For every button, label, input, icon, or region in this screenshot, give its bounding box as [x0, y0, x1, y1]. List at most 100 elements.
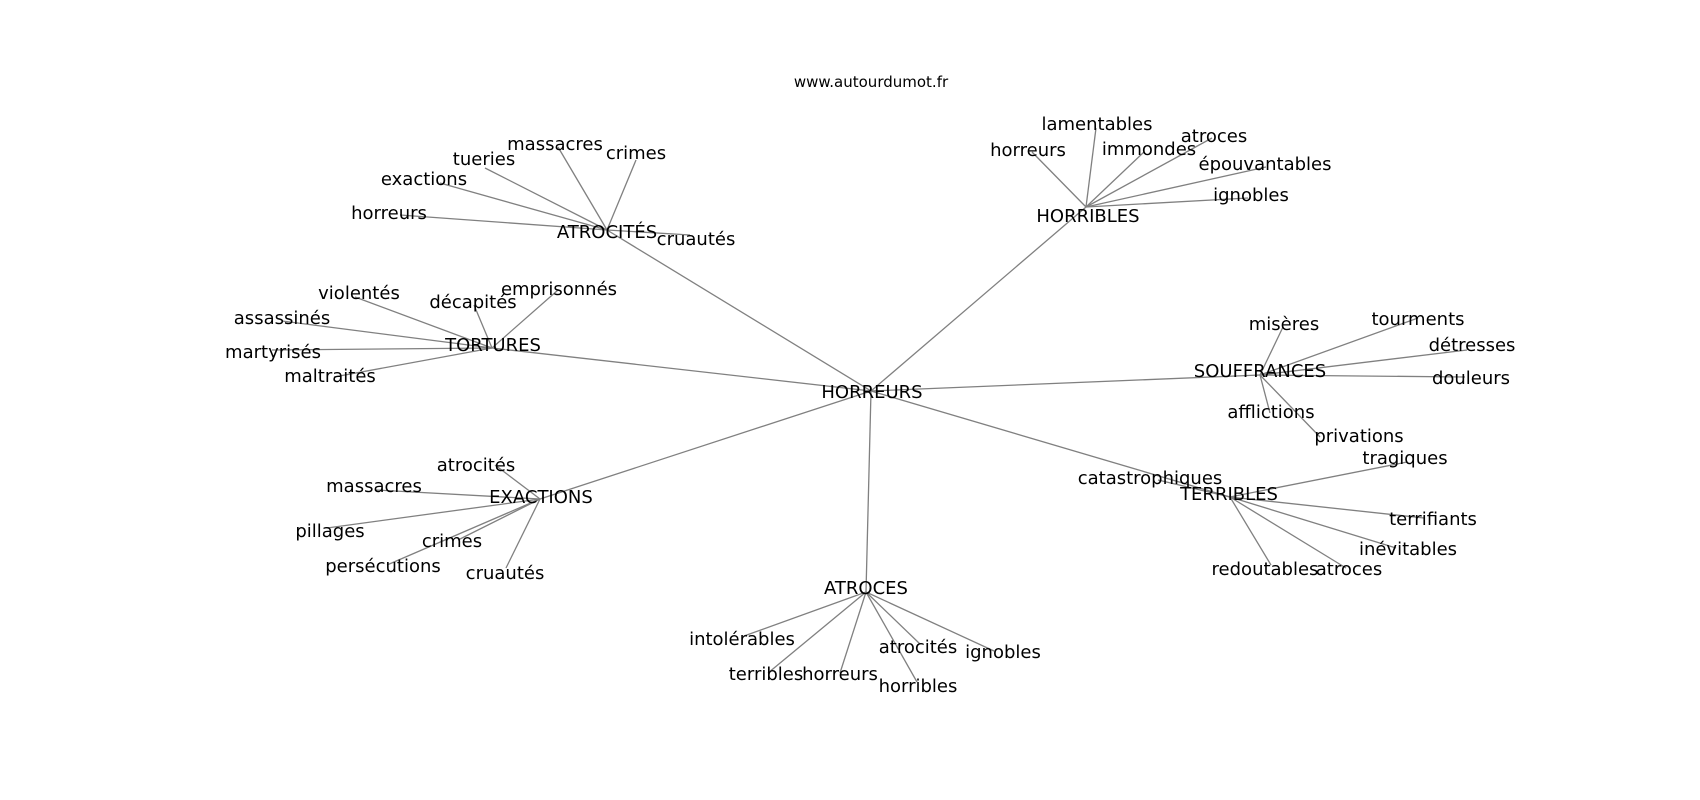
hub-leaf-edge	[1157, 479, 1231, 498]
leaf-node-label: maltraités	[284, 366, 376, 387]
root-hub-edge	[870, 206, 1087, 392]
root-hub-edge	[870, 374, 1261, 392]
hub-leaf-edge	[1085, 151, 1145, 208]
leaf-node-label: tourments	[1371, 309, 1464, 330]
hub-leaf-edge	[1229, 496, 1397, 549]
hub-leaf-edge	[354, 296, 493, 349]
hub-leaf-edge	[1229, 461, 1408, 498]
hub-node-label: HORRIBLES	[1036, 206, 1139, 227]
hub-node-label: ATROCES	[824, 578, 908, 599]
leaf-node-label: atrocités	[879, 637, 958, 658]
hub-leaf-edge	[1259, 374, 1321, 438]
root-hub-edge	[865, 390, 872, 593]
hub-leaf-edge	[1085, 166, 1267, 208]
hub-leaf-edge	[281, 320, 493, 349]
leaf-node-label: ignobles	[965, 642, 1041, 663]
hub-leaf-edge	[494, 464, 541, 500]
leaf-node-label: douleurs	[1432, 368, 1510, 389]
hub-leaf-edge	[1031, 151, 1087, 208]
hub-leaf-edge	[865, 591, 921, 645]
leaf-node-label: violentés	[318, 283, 400, 304]
leaf-node-label: emprisonnés	[501, 279, 617, 300]
leaf-node-label: horreurs	[351, 203, 427, 224]
leaf-node-label: terribles	[729, 664, 804, 685]
leaf-node-label: cruautés	[657, 229, 736, 250]
hub-leaf-edge	[484, 167, 608, 231]
hub-node-label: EXACTIONS	[489, 487, 593, 508]
root-hub-edge	[539, 390, 872, 500]
leaf-node-label: afflictions	[1227, 402, 1314, 423]
hub-leaf-edge	[1085, 137, 1213, 208]
hub-leaf-edge	[1259, 374, 1271, 414]
leaf-node-label: horribles	[879, 676, 958, 697]
leaf-node-label: pillages	[295, 521, 364, 542]
hub-leaf-edge	[1229, 496, 1347, 569]
root-hub-edge	[606, 229, 872, 392]
leaf-node-label: atrocités	[437, 455, 516, 476]
leaf-node-label: martyrisés	[225, 342, 321, 363]
hub-leaf-edge	[399, 214, 608, 231]
leaf-node-label: misères	[1249, 314, 1319, 335]
hub-leaf-edge	[375, 489, 541, 500]
hub-leaf-edge	[326, 498, 541, 529]
hub-leaf-edge	[743, 591, 867, 637]
hub-leaf-edge	[1229, 496, 1272, 566]
leaf-node-label: crimes	[422, 531, 482, 552]
hub-leaf-edge	[1085, 197, 1249, 208]
leaf-node-label: tragiques	[1362, 448, 1447, 469]
hub-leaf-edge	[1259, 349, 1468, 376]
leaf-node-label: atroces	[1316, 559, 1382, 580]
hub-leaf-edge	[1259, 326, 1284, 376]
leaf-node-label: épouvantables	[1199, 154, 1332, 175]
hub-leaf-edge	[1085, 127, 1097, 208]
leaf-node-label: persécutions	[325, 556, 441, 577]
graph-edges	[271, 127, 1468, 683]
hub-leaf-edge	[271, 347, 493, 351]
hub-leaf-edge	[1229, 496, 1425, 519]
leaf-node-label: détresses	[1429, 335, 1516, 356]
hub-leaf-edge	[491, 289, 559, 349]
leaf-node-label: décapités	[429, 292, 516, 313]
hub-node-label: TERRIBLES	[1179, 484, 1278, 505]
leaf-node-label: lamentables	[1041, 114, 1152, 135]
graph-labels: www.autourdumot.fr HORREURS ATROCITÉS mas…	[225, 73, 1515, 697]
leaf-node-label: assassinés	[234, 308, 330, 329]
leaf-node-label: privations	[1314, 426, 1403, 447]
leaf-node-label: intolérables	[689, 629, 795, 650]
leaf-node-label: exactions	[381, 169, 467, 190]
hub-leaf-edge	[505, 498, 541, 569]
leaf-node-label: massacres	[507, 134, 603, 155]
hub-leaf-edge	[606, 159, 637, 231]
leaf-node-label: crimes	[606, 143, 666, 164]
root-hub-edge	[491, 347, 872, 392]
hub-leaf-edge	[473, 304, 493, 349]
root-node-label: HORREURS	[821, 382, 922, 403]
hub-leaf-edge	[1259, 317, 1419, 376]
hub-leaf-edge	[386, 498, 541, 566]
hub-node-label: SOUFFRANCES	[1194, 361, 1326, 382]
hub-leaf-edge	[606, 229, 691, 236]
leaf-node-label: terrifiants	[1389, 509, 1477, 530]
root-hub-edge	[870, 390, 1231, 498]
hub-node-label: TORTURES	[444, 335, 541, 356]
leaf-node-label: tueries	[453, 149, 515, 170]
hub-node-label: ATROCITÉS	[557, 221, 657, 243]
hub-leaf-edge	[865, 591, 918, 683]
leaf-node-label: horreurs	[802, 664, 878, 685]
leaf-node-label: catastrophiques	[1078, 468, 1223, 489]
hub-leaf-edge	[333, 347, 493, 378]
hub-leaf-edge	[557, 146, 608, 231]
leaf-node-label: ignobles	[1213, 185, 1289, 206]
site-url-label: www.autourdumot.fr	[794, 73, 949, 91]
hub-leaf-edge	[439, 182, 608, 231]
leaf-node-label: atroces	[1181, 126, 1247, 147]
hub-leaf-edge	[457, 498, 541, 541]
hub-leaf-edge	[865, 591, 995, 652]
hub-leaf-edge	[767, 591, 867, 674]
leaf-node-label: cruautés	[466, 563, 545, 584]
leaf-node-label: massacres	[326, 476, 422, 497]
leaf-node-label: immondes	[1102, 139, 1196, 160]
hub-leaf-edge	[1259, 374, 1466, 378]
hub-leaf-edge	[839, 591, 867, 674]
